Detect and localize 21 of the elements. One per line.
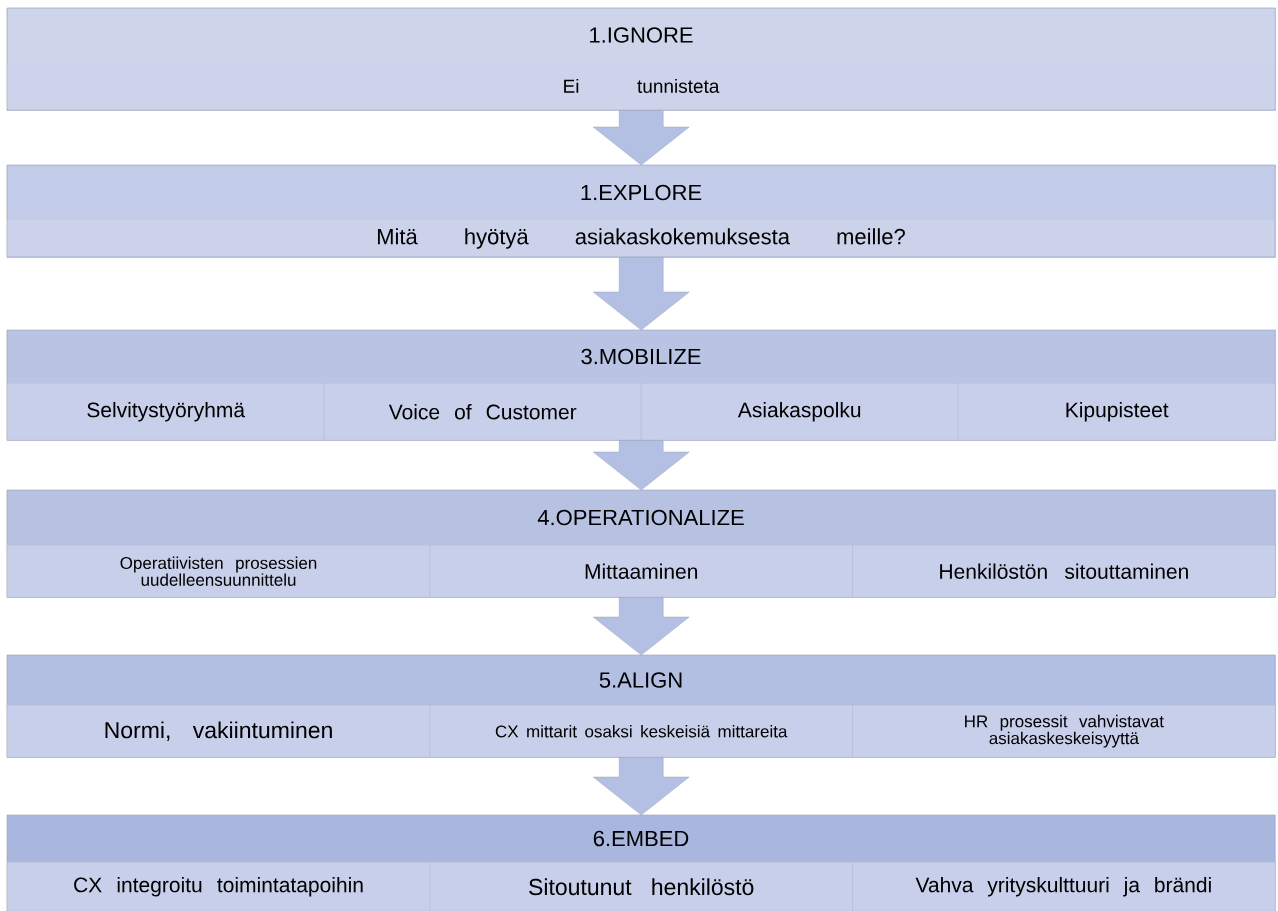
block-arrow — [593, 757, 690, 816]
stage-cell: Henkilöstön sitouttaminen — [852, 545, 1276, 598]
stage-cell: Operatiivisten prosessien uudelleensuunnittelu — [7, 545, 431, 598]
stage-cell: Selvitystyöryhmä — [7, 383, 325, 441]
stage-cell: Sitoutunut henkilöstö — [429, 862, 853, 911]
node-label: CX integroitu toimintatapoihin — [74, 876, 363, 897]
stage-cell: Asiakaspolku — [641, 383, 959, 441]
stage-cell: Kipupisteet — [958, 383, 1276, 441]
stage-band: 1.IGNORE Ei tunnisteta — [6, 7, 1276, 111]
stage-cell: Mittaaminen — [429, 545, 853, 598]
stage-cell: Vahva yrityskulttuuri ja brändi — [852, 862, 1276, 911]
block-arrow — [593, 110, 690, 166]
stage-cell: CX integroitu toimintatapoihin — [7, 862, 431, 911]
stage-cell: Normi, vakiintuminen — [7, 705, 431, 758]
block-arrow — [593, 440, 690, 491]
block-arrow — [593, 597, 690, 656]
stage-band: 1.EXPLORE Mitä hyötyä asiakaskokemuksesta meille? — [6, 164, 1276, 258]
block-arrow — [593, 257, 690, 331]
stage-cell: HR prosessit vahvistavat asiakaskeskeisyyttä — [852, 705, 1276, 758]
stage-cell: CX mittarit osaksi keskeisiä mittareita — [429, 705, 853, 758]
stage-cell: Voice of Customer — [324, 383, 642, 441]
